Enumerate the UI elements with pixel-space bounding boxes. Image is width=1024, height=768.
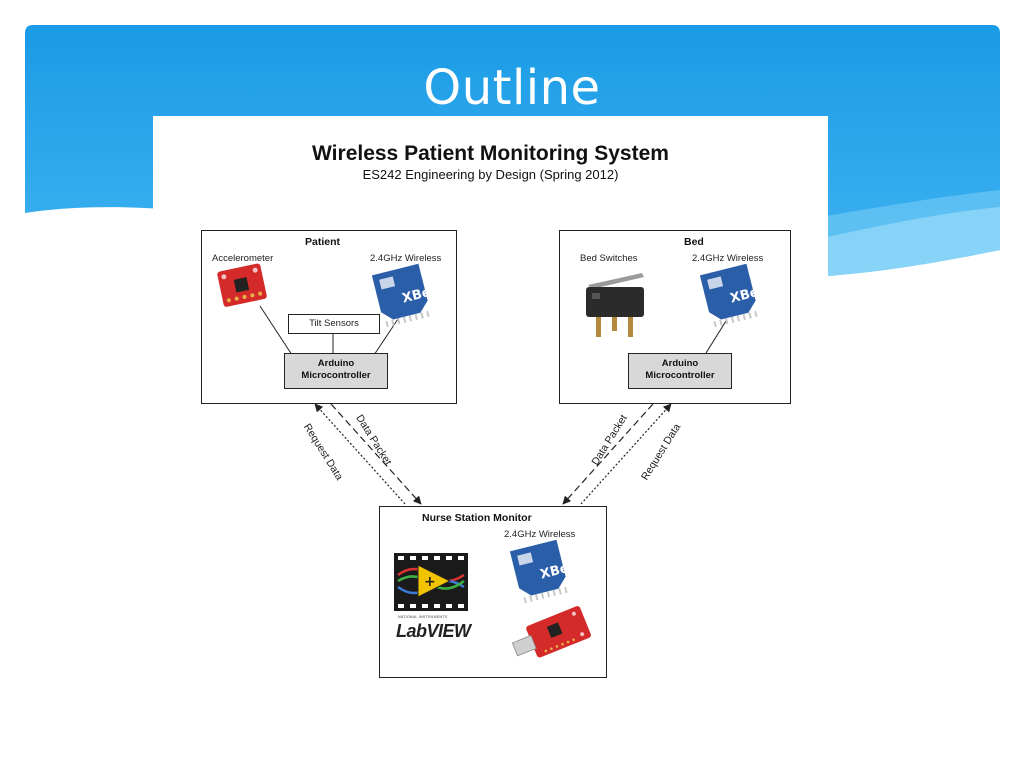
connection-arrows <box>314 403 672 505</box>
patient-mcu-line2: Microcontroller <box>301 370 371 381</box>
bed-switch-icon <box>586 273 644 337</box>
xbee-module-icon: XBee <box>699 263 769 328</box>
bed-mcu-line2: Microcontroller <box>645 370 715 381</box>
patient-mcu-line1: Arduino <box>317 358 355 369</box>
xbee-module-icon: XBee <box>371 263 441 328</box>
labview-logo-icon: + <box>394 553 468 611</box>
patient-wireless-label: 2.4GHz Wireless <box>370 253 442 264</box>
request-data-arrow-left <box>314 403 406 505</box>
patient-title: Patient <box>305 236 341 248</box>
data-packet-arrow-left <box>330 403 422 505</box>
nurse-station-box: Nurse Station Monitor 2.4GHz Wireless + <box>379 506 607 678</box>
bed-wireless-label: 2.4GHz Wireless <box>692 253 764 264</box>
accelerometer-board-icon <box>217 263 267 307</box>
usb-explorer-board-icon <box>511 606 591 658</box>
labview-label: LabVIEW <box>396 621 471 641</box>
nurse-wireless-label: 2.4GHz Wireless <box>504 529 576 540</box>
figure-subtitle: ES242 Engineering by Design (Spring 2012… <box>362 167 619 182</box>
figure-title: Wireless Patient Monitoring System <box>312 142 669 165</box>
svg-text:+: + <box>424 574 436 590</box>
data-packet-arrow-right <box>562 403 654 505</box>
request-data-arrow-right <box>580 403 672 505</box>
bed-title: Bed <box>684 236 704 248</box>
bed-box: Bed Bed Switches 2.4GHz Wireless XBee <box>559 230 791 404</box>
bed-mcu-line1: Arduino <box>661 358 699 369</box>
xbee-module-icon: XBee <box>509 539 579 604</box>
accelerometer-label: Accelerometer <box>212 253 274 264</box>
slide-title: Outline <box>423 60 601 116</box>
nurse-station-title: Nurse Station Monitor <box>422 512 532 524</box>
national-instruments-label: NATIONAL INSTRUMENTS <box>398 615 448 619</box>
patient-box: Patient Accelerometer 2.4GHz Wireless <box>201 230 457 404</box>
tilt-sensors-box: Tilt Sensors <box>288 314 380 334</box>
bed-switches-label: Bed Switches <box>580 253 638 264</box>
bed-arduino-box: Arduino Microcontroller <box>628 353 732 389</box>
patient-arduino-box: Arduino Microcontroller <box>284 353 388 389</box>
diagram-figure: Wireless Patient Monitoring System ES242… <box>153 116 828 736</box>
